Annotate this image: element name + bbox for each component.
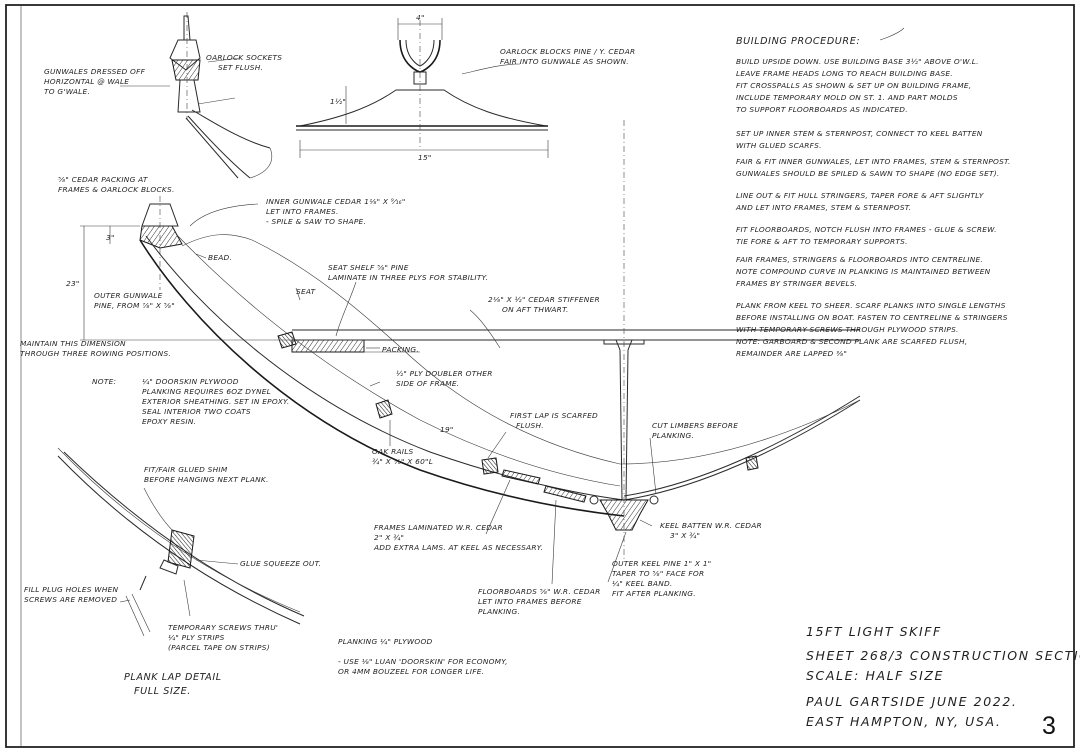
oarlock-block-detail bbox=[296, 18, 549, 158]
label-doubler: ½" ply doubler other side of frame. bbox=[396, 369, 495, 388]
label-packing: Packing. bbox=[382, 345, 419, 354]
dim-3: 3" bbox=[106, 233, 115, 242]
label-outer-keel: Outer keel pine 1" x 1" taper to ⅝" face… bbox=[612, 559, 714, 598]
title-name: 15ft Light Skiff bbox=[806, 624, 942, 639]
title-designer-line: Paul Gartside June 2022. bbox=[806, 694, 1017, 709]
lap-detail-drawing bbox=[57, 447, 305, 637]
label-inner-gunwale: Inner gunwale cedar 1⅛" x ⁹⁄₁₆" let into… bbox=[266, 197, 408, 226]
label-keel-batten: Keel batten W.R. cedar 3" x ¾" bbox=[660, 521, 765, 540]
label-note-body: ¼" Doorskin plywood planking requires 6o… bbox=[142, 377, 292, 426]
label-lap-detail: Plank lap detail full size. bbox=[124, 672, 225, 697]
label-oak-rails: Oak rails ¾" x ⅝" x 60"L bbox=[372, 447, 433, 466]
seat-shelf bbox=[291, 339, 365, 353]
label-cut-limbers: Cut limbers before planking. bbox=[652, 421, 741, 440]
keel-batten bbox=[599, 499, 649, 531]
label-glue-squeeze: Glue squeeze out. bbox=[240, 559, 321, 568]
label-cedar-packing: ⅝" cedar packing at frames & oarlock blo… bbox=[58, 175, 175, 194]
label-plug-holes: Fill plug holes when screws are removed bbox=[24, 585, 121, 604]
procedure-step-4: Line out & fit hull stringers, taper for… bbox=[735, 191, 986, 212]
sheet-border bbox=[5, 4, 1075, 748]
label-first-lap: First lap is scarfed flush. bbox=[510, 411, 601, 430]
label-stiffener: 2⅛" x ½" cedar stiffener on aft thwart. bbox=[488, 295, 603, 314]
gunwale-detail bbox=[120, 12, 273, 179]
sheet-number: 3 bbox=[1042, 712, 1056, 740]
dim-top-width: 4" bbox=[416, 13, 425, 22]
title-scale-line: Scale: Half Size bbox=[806, 668, 944, 683]
dim-height: 1½" bbox=[330, 97, 346, 106]
label-fit-glued-shim: Fit/fair glued shim before hanging next … bbox=[144, 465, 269, 484]
label-oarlock-sockets: Oarlock sockets set flush. bbox=[206, 53, 285, 72]
hull-section bbox=[80, 120, 861, 585]
label-outer-gunwale: Outer gunwale pine, from ⅞" x ⅝" bbox=[94, 291, 175, 310]
label-seat: Seat bbox=[296, 287, 316, 296]
building-procedure: Building Procedure: Build upside down. U… bbox=[735, 27, 1013, 358]
procedure-step-3: Fair & fit inner gunwales, let into fram… bbox=[736, 157, 1013, 178]
title-sheet-line: Sheet 268/3 Construction Section bbox=[806, 648, 1080, 663]
procedure-step-2: Set up inner stem & sternpost, connect t… bbox=[736, 129, 985, 150]
label-note-head: Note: bbox=[92, 377, 116, 386]
title-block: 15ft Light Skiff Sheet 268/3 Constructio… bbox=[806, 624, 1080, 740]
label-planking: Planking ¼" plywood - use ⅛" luan 'Doors… bbox=[338, 637, 510, 676]
procedure-step-5: Fit floorboards, notch flush into frames… bbox=[736, 225, 999, 246]
label-seat-shelf: Seat shelf ⅝" pine laminate in three ply… bbox=[328, 263, 488, 282]
label-gunwale-dressed: Gunwales dressed off horizontal @ wale t… bbox=[44, 67, 148, 96]
label-oarlock-blocks: Oarlock blocks pine / Y. cedar fair into… bbox=[500, 47, 638, 66]
label-bead: Bead. bbox=[208, 253, 232, 262]
title-location-line: East Hampton, NY, USA. bbox=[806, 714, 1001, 729]
procedure-heading: Building Procedure: bbox=[736, 36, 860, 47]
label-frames-laminated: Frames laminated W.R. cedar 2" x ¾" add … bbox=[373, 523, 543, 552]
label-floorboards: Floorboards ⅝" W.R. cedar let into frame… bbox=[478, 587, 603, 616]
label-maintain-dimension: Maintain this dimension through three ro… bbox=[20, 339, 171, 358]
label-temp-screws: Temporary screws thru' ¼" ply strips (pa… bbox=[168, 623, 281, 652]
procedure-step-6: Fair frames, stringers & floorboards int… bbox=[736, 255, 993, 288]
dim-19: 19" bbox=[440, 425, 454, 434]
procedure-step-1: Build upside down. Use building base 3½"… bbox=[736, 57, 981, 114]
dim-23: 23" bbox=[66, 279, 80, 288]
dim-base: 15" bbox=[418, 153, 432, 162]
